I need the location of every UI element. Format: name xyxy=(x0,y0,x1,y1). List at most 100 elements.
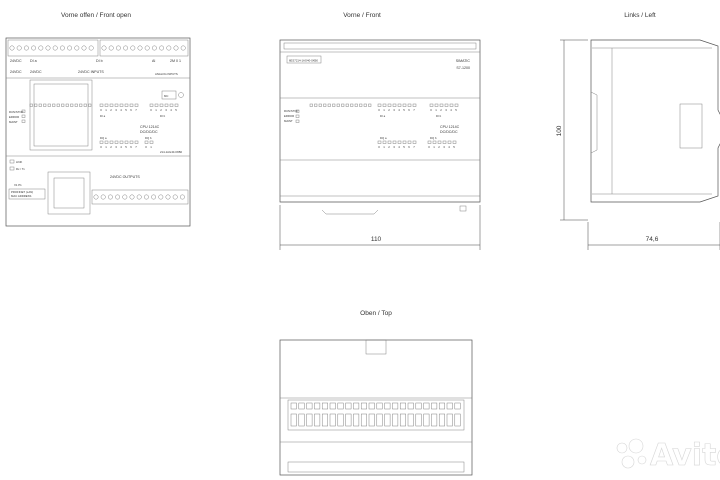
terminal-slot xyxy=(399,413,406,427)
status-led xyxy=(29,103,33,107)
status-led xyxy=(295,109,300,113)
front-open-di-b-label: DI b xyxy=(160,114,166,118)
led-number-label: 1 xyxy=(383,108,385,112)
front-open-terminal-strip-right xyxy=(99,39,189,57)
led-number-label: 3 xyxy=(393,145,395,149)
status-led xyxy=(447,140,452,144)
status-led xyxy=(332,103,336,107)
terminal-screw xyxy=(59,45,65,51)
led-number-label: 3 xyxy=(445,108,447,112)
terminal-slot xyxy=(345,413,352,427)
terminal-screw xyxy=(137,45,143,51)
terminal-slot xyxy=(360,413,367,427)
left-depth-dim: 74,6 xyxy=(646,236,659,243)
top-view xyxy=(279,339,473,476)
front-open-memory-slot xyxy=(29,79,93,151)
terminal-screw xyxy=(165,194,171,200)
front-open-dq-b-label: DQ b xyxy=(145,136,152,140)
status-led xyxy=(88,103,92,107)
front-brand: SIMATIC xyxy=(456,59,471,63)
left-door xyxy=(679,103,703,149)
led-number-label: 5 xyxy=(403,145,405,149)
front-open-title: Vorne offen / Front open xyxy=(61,12,131,19)
status-led xyxy=(21,114,26,118)
terminal-screw xyxy=(31,45,37,51)
terminal-screw xyxy=(151,194,157,200)
left-title: Links / Left xyxy=(624,12,656,19)
front-open-maint-label: MAINT xyxy=(9,120,18,124)
status-led xyxy=(327,103,331,107)
led-number-label: 6 xyxy=(408,145,410,149)
front-open-view: 24VDC DI a DI b AI 2M 0 1 24VDC 24VDC 24… xyxy=(5,37,191,227)
terminal-screw xyxy=(144,45,150,51)
terminal-opening xyxy=(290,402,297,410)
status-led xyxy=(407,103,412,107)
front-open-dq-a-label: DQ a xyxy=(100,136,107,140)
terminal-opening xyxy=(314,402,321,410)
led-number-label: 2 xyxy=(440,108,442,112)
terminal-opening xyxy=(438,402,445,410)
top-bottom-strip xyxy=(287,461,465,473)
status-led xyxy=(439,103,444,107)
front-open-link-led xyxy=(9,159,15,164)
terminal-opening xyxy=(360,402,367,410)
led-number-label: 6 xyxy=(130,108,132,112)
led-number-label: 4 xyxy=(398,108,400,112)
status-led xyxy=(318,103,322,107)
terminal-opening xyxy=(345,402,352,410)
front-open-slot-inner xyxy=(33,83,89,147)
status-led xyxy=(377,140,382,144)
front-open-profinet-box xyxy=(8,188,46,200)
front-open-top-label-4: AI xyxy=(152,59,155,63)
status-led xyxy=(134,103,139,107)
status-led xyxy=(79,103,83,107)
status-led xyxy=(99,103,104,107)
status-led xyxy=(99,140,104,144)
terminal-slot xyxy=(321,413,328,427)
terminal-screw xyxy=(123,45,129,51)
front-di-a-label: DI a xyxy=(380,114,386,118)
status-led xyxy=(109,103,114,107)
terminal-screw xyxy=(172,194,178,200)
led-number-label: 6 xyxy=(130,145,132,149)
terminal-screw xyxy=(38,45,44,51)
front-runstop-label: RUN/STOP xyxy=(284,109,299,113)
front-dq-a-label: DQ a xyxy=(380,136,387,140)
terminal-slot xyxy=(384,413,391,427)
status-led xyxy=(119,103,124,107)
terminal-screw xyxy=(115,194,121,200)
status-led xyxy=(21,119,26,123)
front-view: 6ES7214-1AG40-0XB0 SIMATIC S7-1200 RUN/S… xyxy=(279,39,481,250)
status-led xyxy=(336,103,340,107)
terminal-screw xyxy=(136,194,142,200)
status-led xyxy=(442,140,447,144)
front-open-mc-box xyxy=(161,90,177,100)
terminal-slot xyxy=(376,413,383,427)
status-led xyxy=(295,119,300,123)
status-led xyxy=(382,140,387,144)
front-model: S7-1200 xyxy=(456,66,470,70)
status-led xyxy=(437,140,442,144)
status-led xyxy=(452,140,457,144)
led-number-label: 3 xyxy=(115,145,117,149)
led-number-label: 1 xyxy=(433,145,435,149)
status-led xyxy=(52,103,56,107)
terminal-screw xyxy=(173,45,179,51)
led-number-label: 4 xyxy=(450,108,452,112)
terminal-slot xyxy=(306,413,313,427)
left-view: 100 74,6 xyxy=(556,39,720,250)
terminal-opening xyxy=(337,402,344,410)
status-led xyxy=(114,140,119,144)
terminal-slot xyxy=(415,413,422,427)
led-number-label: 0 xyxy=(378,145,380,149)
status-led xyxy=(387,103,392,107)
status-led xyxy=(402,103,407,107)
front-open-mc-led xyxy=(178,92,184,98)
front-open-rxtx-label: Rx / Tx xyxy=(16,167,25,171)
led-number-label: 5 xyxy=(125,108,127,112)
front-open-terminal-strip-left xyxy=(7,39,99,57)
terminal-screw xyxy=(88,45,94,51)
status-led xyxy=(174,103,179,107)
